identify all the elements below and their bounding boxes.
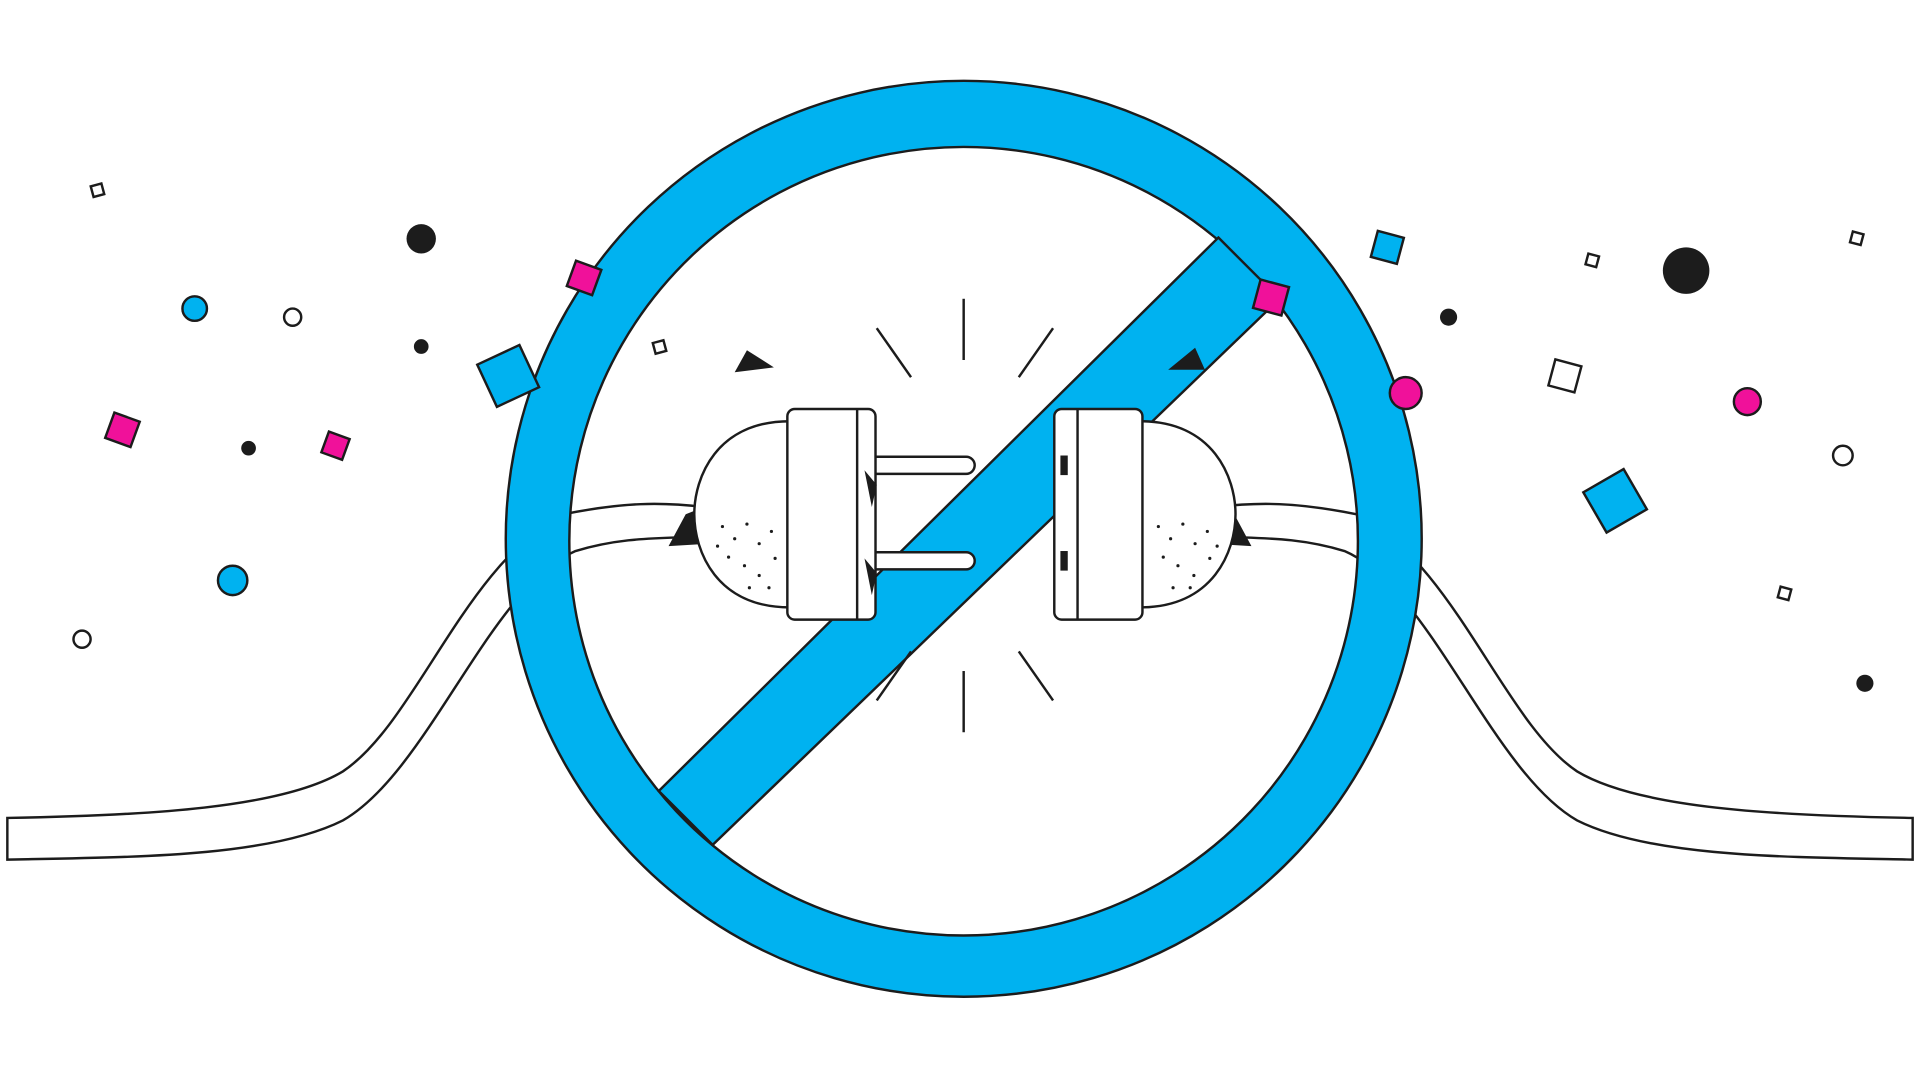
socket-female-icon [1053, 407, 1252, 621]
arrowhead-right-icon [1168, 347, 1205, 370]
socket-texture-dots [1156, 522, 1219, 590]
plug-male-icon [668, 407, 976, 621]
plug-texture-dots [715, 522, 777, 590]
confetti-right [1251, 229, 1874, 692]
arrowhead-icons [734, 347, 1205, 373]
arrowhead-left-icon [734, 350, 774, 373]
spark-lines [875, 298, 1055, 733]
confetti-left [72, 181, 668, 649]
